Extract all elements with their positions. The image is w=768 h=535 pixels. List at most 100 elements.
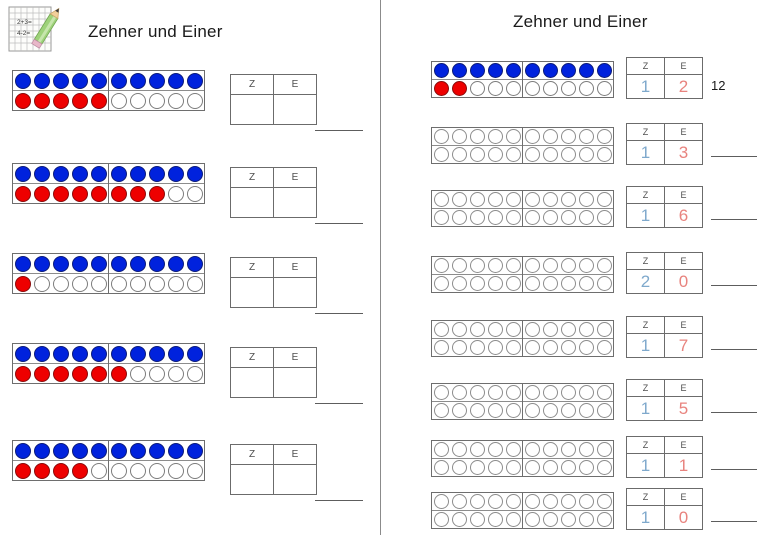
einer-value[interactable]: 6 [664,203,703,228]
ten-frame-cell [559,128,577,145]
answer-value[interactable]: 12 [711,78,726,93]
einer-value[interactable]: 5 [664,396,703,421]
ten-frame-cell [559,511,577,528]
ten-frame-cell [70,441,89,460]
ten-frame-cell [147,461,166,480]
ten-frame-cell [559,80,577,97]
red-dot [14,92,31,109]
empty-dot [542,385,558,400]
ten-frame-line [523,510,613,528]
answer-blank-line[interactable] [711,469,757,470]
ten-frame-cell [468,402,486,419]
answer-blank-line[interactable] [711,285,757,286]
zehner-value[interactable]: 1 [626,396,665,421]
answer-blank-line[interactable] [711,349,757,350]
einer-value[interactable] [273,94,317,125]
zehner-value[interactable]: 1 [626,203,665,228]
panel-divider [380,0,381,535]
einer-value[interactable] [273,187,317,218]
zehner-value[interactable] [230,277,274,308]
einer-value[interactable] [273,277,317,308]
ten-frame-cell [523,275,541,292]
zehner-value[interactable] [230,464,274,495]
ten-frame-cell [559,459,577,476]
ten-frame-cell [432,128,450,145]
ten-frame-cell [166,164,185,183]
answer-blank-line[interactable] [711,412,757,413]
ten-frame-cell [468,459,486,476]
ten-frame-cell [166,364,185,383]
ten-frame-cell [504,511,522,528]
einer-value[interactable]: 0 [664,269,703,294]
ten-frame-cell [541,441,559,458]
zehner-value[interactable] [230,367,274,398]
answer-blank-line[interactable] [315,313,363,314]
ten-frame-cell [89,91,108,110]
red-dot [33,365,50,382]
ten-frame-cell [185,184,204,203]
ten-frame-cell [486,511,504,528]
zehner-value[interactable]: 2 [626,269,665,294]
empty-dot [505,129,521,144]
ten-frame-cell [595,257,613,274]
einer-value[interactable]: 0 [664,505,703,530]
ten-frame-cell [523,493,541,510]
ten-frame-line [109,273,204,293]
einer-value[interactable] [273,367,317,398]
zehner-value[interactable]: 1 [626,453,665,478]
einer-value[interactable]: 7 [664,333,703,358]
empty-dot [71,275,88,292]
ten-frame-cell [13,344,32,363]
ten-frame [431,61,614,98]
empty-dot [560,258,576,273]
blue-dot [90,345,107,362]
ten-frame-cell [51,274,70,293]
zehner-value[interactable]: 1 [626,333,665,358]
einer-value[interactable]: 1 [664,453,703,478]
answer-blank-line[interactable] [711,219,757,220]
ten-frame-cell [595,384,613,401]
empty-dot [487,129,503,144]
ten-frame-cell [109,441,128,460]
ten-frame [12,440,205,481]
empty-dot [433,340,449,355]
ten-frame-cell [541,257,559,274]
zehner-value[interactable] [230,94,274,125]
empty-dot [451,442,467,457]
answer-blank-line[interactable] [711,156,757,157]
zehner-value[interactable]: 1 [626,140,665,165]
einer-value[interactable]: 3 [664,140,703,165]
answer-blank-line[interactable] [315,403,363,404]
einer-value[interactable] [273,464,317,495]
einer-value[interactable]: 2 [664,74,703,99]
answer-blank-line[interactable] [315,500,363,501]
red-dot [14,462,31,479]
zehner-value[interactable]: 1 [626,74,665,99]
empty-dot [542,460,558,475]
answer-blank-line[interactable] [711,521,757,522]
empty-dot [542,494,558,509]
answer-blank-line[interactable] [315,130,363,131]
empty-dot [487,258,503,273]
empty-dot [451,340,467,355]
empty-dot [451,276,467,291]
ten-frame-cell [559,191,577,208]
ten-frame-cell [166,274,185,293]
answer-blank-line[interactable] [315,223,363,224]
ten-frame-line [523,384,613,401]
ten-frame-line [432,128,522,145]
ten-frame-cell [468,384,486,401]
empty-dot [33,275,50,292]
zehner-value[interactable] [230,187,274,218]
ten-frame-cell [504,257,522,274]
ten-frame-cell [486,62,504,79]
zehner-value[interactable]: 1 [626,505,665,530]
ten-frame-cell [166,184,185,203]
ten-frame-cell [541,511,559,528]
ten-frame-cell [450,511,468,528]
red-dot [90,365,107,382]
empty-dot [433,129,449,144]
